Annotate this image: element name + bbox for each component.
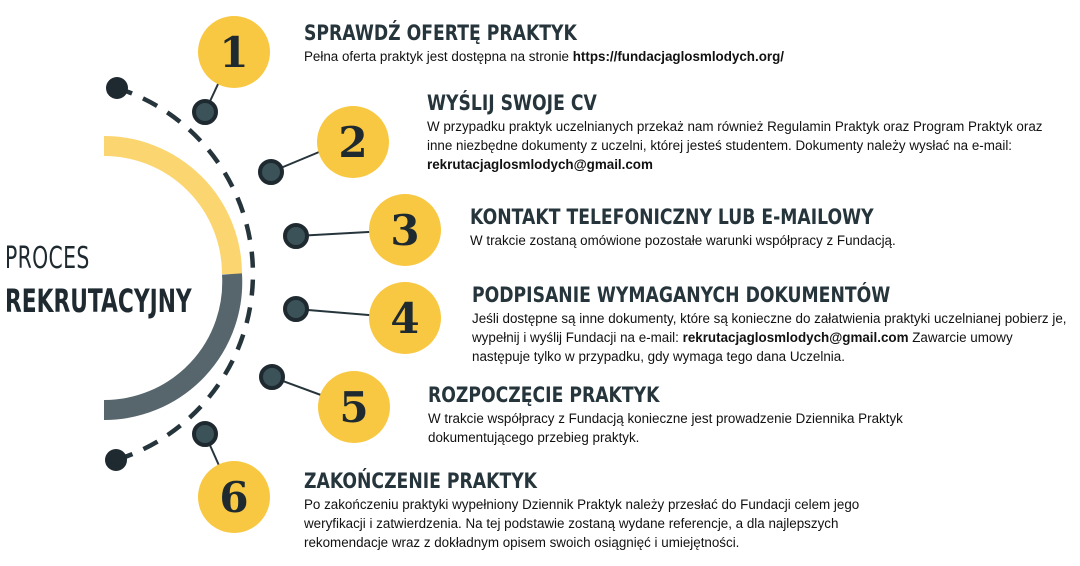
step-5: ROZPOCZĘCIE PRAKTYK W trakcie współpracy… bbox=[428, 384, 988, 447]
arc-nodes bbox=[192, 99, 309, 447]
step-5-title: ROZPOCZĘCIE PRAKTYK bbox=[428, 383, 660, 407]
recruitment-email-link[interactable]: rekrutacjaglosmlodych@gmail.com bbox=[682, 330, 909, 345]
step-4-badge bbox=[369, 282, 441, 354]
step-4-desc-text-end: Zawarcie umowy następuje tylko w przypad… bbox=[472, 330, 1013, 364]
step-1-desc-text: Pełna oferta praktyk jest dostępna na st… bbox=[304, 49, 573, 64]
step-6-desc-text: Po zakończeniu praktyki wypełniony Dzien… bbox=[304, 497, 860, 550]
step-2-description: W przypadku praktyk uczelnianych przekaż… bbox=[427, 117, 1052, 174]
foundation-website-link[interactable]: https://fundacjaglosmlodych.org/ bbox=[572, 49, 785, 64]
step-2-title: WYŚLIJ SWOJE CV bbox=[427, 91, 597, 115]
step-2: WYŚLIJ SWOJE CV W przypadku praktyk ucze… bbox=[427, 92, 1052, 174]
arc-end-dot-top bbox=[106, 77, 128, 99]
step-1-title: SPRAWDŹ OFERTĘ PRAKTYK bbox=[304, 21, 577, 45]
inner-arc-bottom bbox=[103, 273, 243, 421]
step-4-desc-text: Jeśli dostępne są inne dokumenty, które … bbox=[472, 311, 1067, 345]
step-2-desc-text: W przypadku praktyk uczelnianych przekaż… bbox=[427, 119, 1043, 153]
step-4-title: PODPISANIE WYMAGANYCH DOKUMENTÓW bbox=[472, 283, 891, 307]
arc-node bbox=[192, 99, 218, 125]
step-2-badge bbox=[317, 106, 389, 178]
step-3-description: W trakcie zostaną omówione pozostałe war… bbox=[470, 231, 1060, 250]
step-6-description: Po zakończeniu praktyki wypełniony Dzien… bbox=[304, 495, 924, 552]
step-3-number: 3 bbox=[390, 206, 419, 255]
step-4-description: Jeśli dostępne są inne dokumenty, które … bbox=[472, 309, 1072, 366]
process-title-line2: REKRUTACYJNY bbox=[5, 282, 192, 320]
recruitment-email-link[interactable]: rekrutacjaglosmlodych@gmail.com bbox=[427, 157, 653, 172]
step-1-description: Pełna oferta praktyk jest dostępna na st… bbox=[304, 47, 924, 66]
step-1-number: 1 bbox=[219, 28, 248, 77]
step-1-badge bbox=[198, 16, 270, 88]
step-5-description: W trakcie współpracy z Fundacją konieczn… bbox=[428, 409, 988, 447]
step-3-badge bbox=[369, 194, 441, 266]
arc-end-dot-bottom bbox=[105, 449, 127, 471]
arc-node bbox=[283, 223, 309, 249]
step-6-badge bbox=[198, 461, 270, 533]
arc-node bbox=[283, 296, 309, 322]
step-5-desc-text: W trakcie współpracy z Fundacją konieczn… bbox=[428, 411, 903, 445]
step-3: KONTAKT TELEFONICZNY LUB E-MAILOWY W tra… bbox=[470, 206, 1060, 250]
step-4: PODPISANIE WYMAGANYCH DOKUMENTÓW Jeśli d… bbox=[472, 284, 1072, 366]
step-3-title: KONTAKT TELEFONICZNY LUB E-MAILOWY bbox=[470, 205, 874, 229]
inner-arc-top bbox=[103, 136, 242, 275]
arc-node bbox=[192, 421, 218, 447]
step-6-title: ZAKOŃCZENIE PRAKTYK bbox=[304, 469, 538, 493]
step-1: SPRAWDŹ OFERTĘ PRAKTYK Pełna oferta prak… bbox=[304, 22, 924, 66]
step-3-desc-text: W trakcie zostaną omówione pozostałe war… bbox=[470, 233, 896, 248]
step-2-number: 2 bbox=[338, 118, 367, 167]
step-6-number: 6 bbox=[219, 473, 248, 522]
step-4-number: 4 bbox=[390, 294, 419, 343]
step-5-number: 5 bbox=[339, 383, 368, 432]
arc-node bbox=[258, 159, 284, 185]
step-6: ZAKOŃCZENIE PRAKTYK Po zakończeniu prakt… bbox=[304, 470, 924, 552]
process-title-line1: PROCES bbox=[5, 241, 90, 276]
step-5-badge bbox=[318, 371, 390, 443]
arc-node bbox=[259, 364, 285, 390]
